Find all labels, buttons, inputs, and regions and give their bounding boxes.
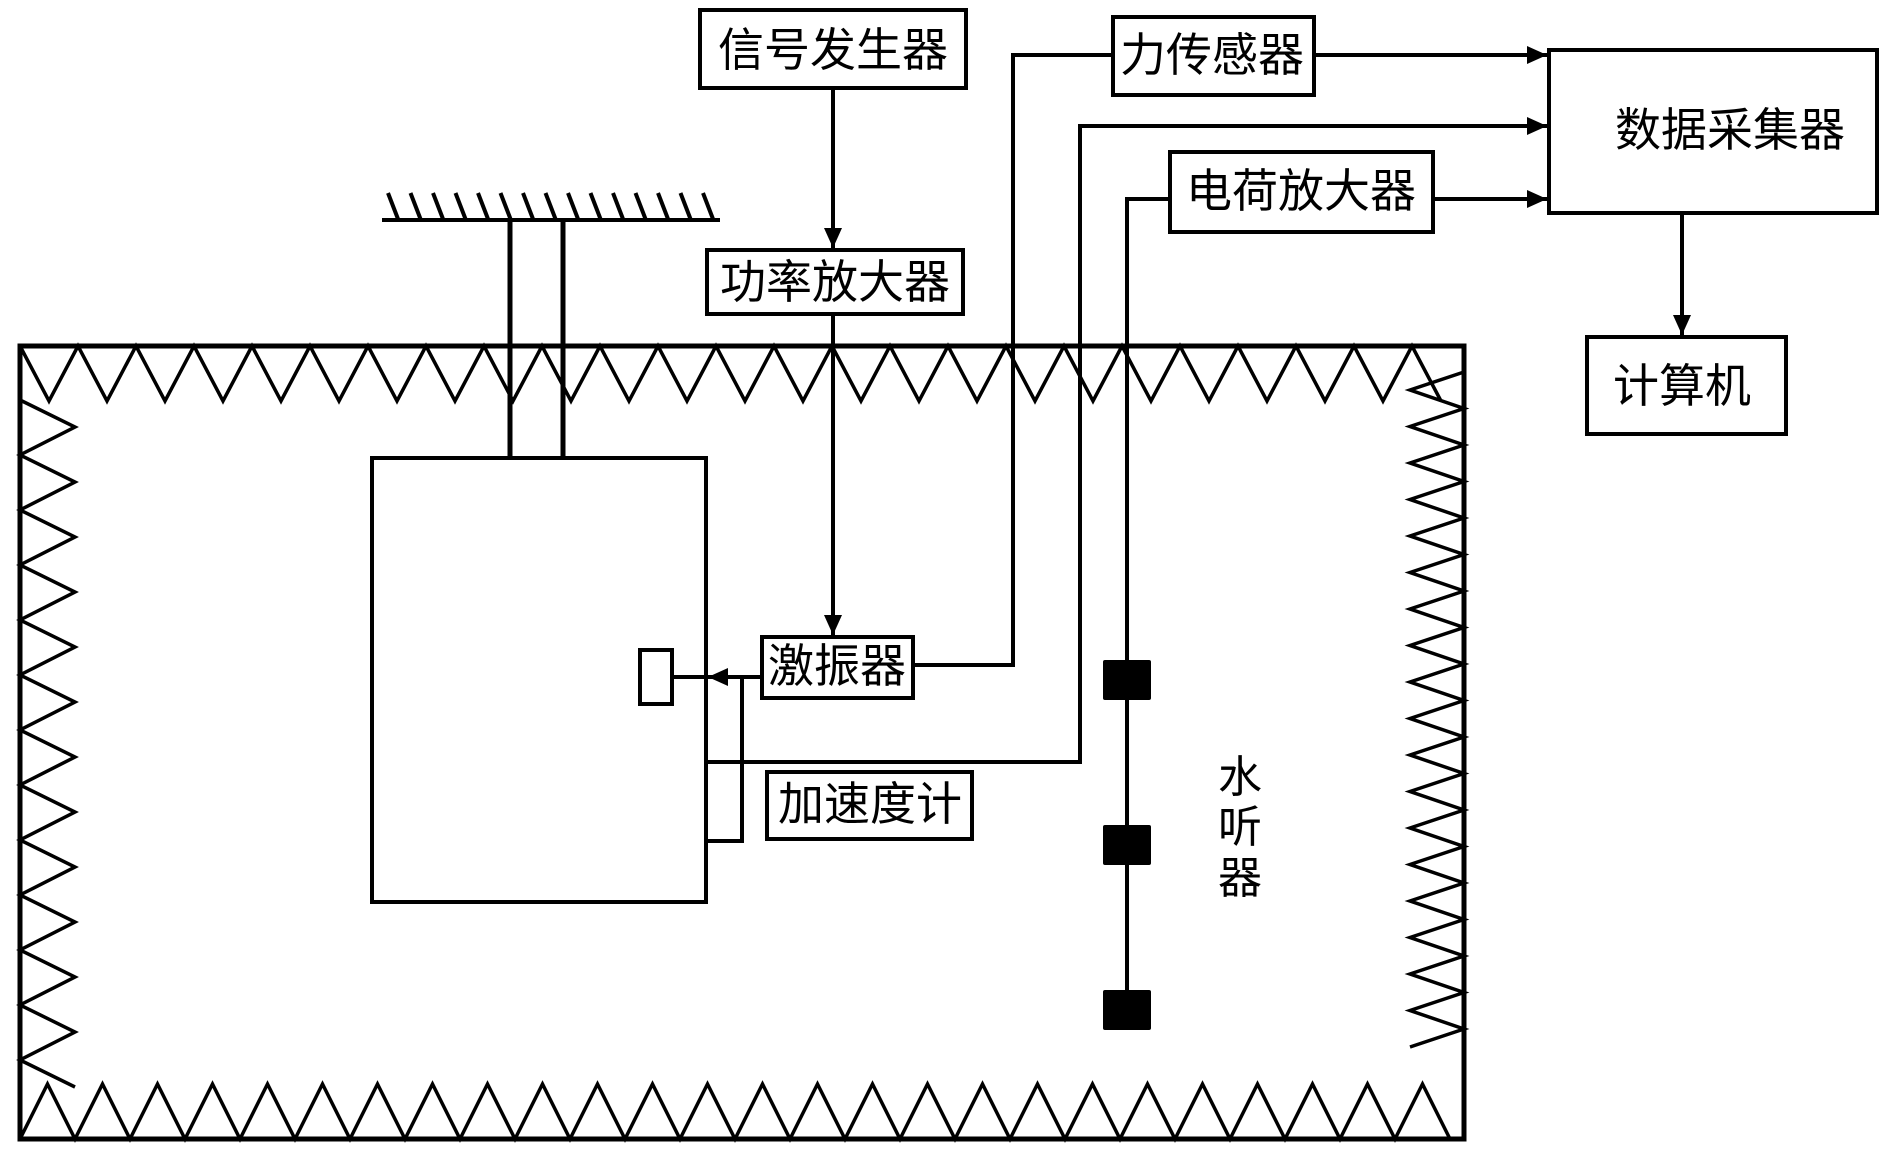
accelerometer-wire [706, 677, 744, 843]
hatch-mark [431, 192, 445, 220]
hatch-mark [453, 192, 468, 220]
wedge-liner-right [1404, 370, 1470, 1049]
data-acquisition-label: 数据采集器 [1615, 103, 1845, 157]
shaker-label: 激振器 [768, 639, 906, 693]
hatch-mark [521, 192, 535, 220]
computer-block: 计算机 [1585, 335, 1788, 436]
hydrophone-cable [1125, 197, 1170, 1010]
hydrophone-sensor [1103, 990, 1151, 1030]
hatch-mark [611, 192, 625, 220]
force-sensor-mount [638, 648, 674, 706]
anechoic-tank [16, 342, 1470, 1143]
accelerometer-block: 加速度计 [765, 770, 974, 841]
test-structure [370, 456, 708, 904]
hatch-mark [498, 192, 513, 220]
data-acquisition-block: 数据采集器 [1547, 48, 1879, 215]
hatch-mark [656, 192, 670, 220]
computer-label: 计算机 [1613, 359, 1751, 413]
signal-generator-label: 信号发生器 [718, 23, 948, 77]
wire-accelerometer-to-daq [706, 117, 1547, 764]
signal-generator-block: 信号发生器 [698, 8, 968, 90]
hatch-mark [588, 192, 603, 220]
hydrophone-label: 水 听 器 [1218, 752, 1262, 904]
hydrophone-label-char-1: 水 [1218, 752, 1262, 803]
accelerometer-label: 加速度计 [778, 777, 962, 831]
hydrophone-sensor [1103, 825, 1151, 865]
wedge-liner-bottom [18, 1080, 1452, 1143]
hatch-mark [476, 192, 490, 220]
hydrophone-sensor [1103, 660, 1151, 700]
tank-outline [17, 343, 1467, 1142]
wire-shaker-to-force-sensor [913, 53, 1113, 667]
hatch-mark [678, 192, 693, 220]
hatch-mark [633, 192, 648, 220]
charge-amplifier-block: 电荷放大器 [1168, 150, 1435, 234]
force-sensor-label: 力传感器 [1120, 28, 1304, 82]
power-amplifier-label: 功率放大器 [720, 255, 950, 309]
hatch-mark [386, 192, 400, 220]
fixed-support [382, 192, 720, 222]
hatch-mark [543, 192, 558, 220]
ground-hatch-icon [386, 192, 715, 220]
shaker-block: 激振器 [760, 635, 915, 700]
wedge-liner-top [18, 342, 1443, 405]
hydrophone-label-char-3: 器 [1218, 853, 1262, 904]
charge-amplifier-label: 电荷放大器 [1186, 164, 1416, 218]
hatch-mark [408, 192, 423, 220]
hydrophone-label-char-2: 听 [1218, 802, 1262, 853]
hatch-mark [566, 192, 580, 220]
wedge-liner-left [16, 398, 79, 1089]
power-amplifier-block: 功率放大器 [705, 248, 965, 316]
force-sensor-block: 力传感器 [1111, 15, 1316, 97]
hatch-mark [701, 192, 715, 220]
hydrophone-array [1103, 660, 1151, 1030]
